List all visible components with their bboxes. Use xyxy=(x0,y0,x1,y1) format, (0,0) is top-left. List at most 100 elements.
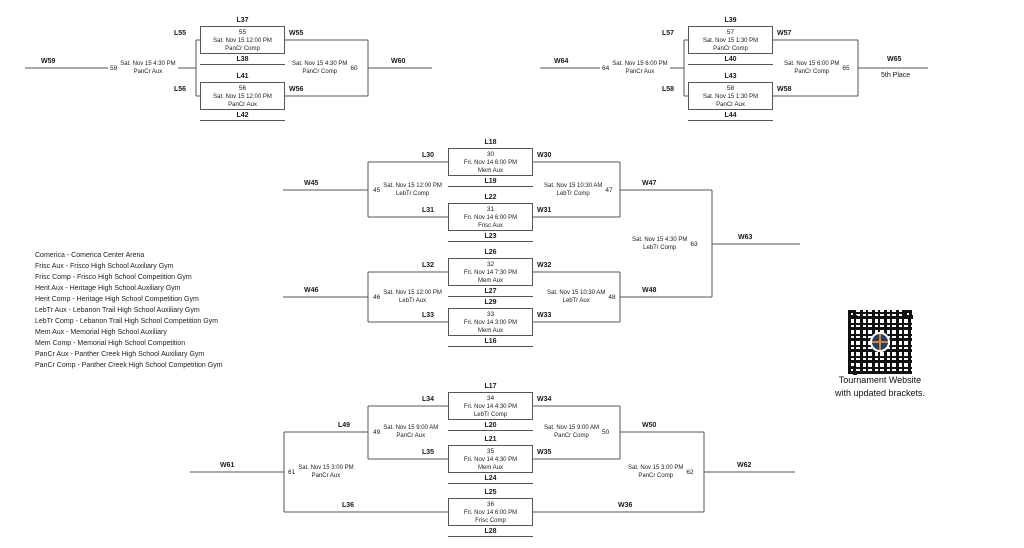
seed-top-label: L41 xyxy=(236,73,249,80)
game-number: 34 xyxy=(486,394,495,402)
advance-label-w58: W58 xyxy=(776,85,793,94)
game-venue: PanCr Aux xyxy=(625,69,655,75)
seed-bottom-label: L44 xyxy=(688,110,773,121)
game-number: 49 xyxy=(373,428,381,436)
game-number: 56 xyxy=(238,84,247,92)
game-number: 35 xyxy=(486,447,495,455)
game-info: 30 Fri. Nov 14 6:00 PM Mem Aux xyxy=(448,148,533,176)
seed-bottom-label: L40 xyxy=(688,54,773,65)
game-info: 57 Sat. Nov 15 1:30 PM PanCr Comp xyxy=(688,26,773,54)
game-datetime: Sat. Nov 15 9:00 AM xyxy=(383,425,439,431)
advance-label-w33: W33 xyxy=(536,311,553,320)
game-datetime: Sat. Nov 15 3:00 PM xyxy=(298,465,354,471)
advance-label-w57: W57 xyxy=(776,29,793,38)
game-venue: PanCr Aux xyxy=(716,101,745,108)
game-venue: PanCr Aux xyxy=(311,473,341,479)
junction-game-63: Sat. Nov 15 4:30 PM LebTr Comp 63 xyxy=(630,235,700,253)
game-datetime: Sat. Nov 15 6:00 PM xyxy=(784,61,840,67)
game-number: 59 xyxy=(110,64,118,72)
game-number: 62 xyxy=(686,468,694,476)
advance-label-w45: W45 xyxy=(303,179,320,188)
advance-label-l57: L57 xyxy=(661,29,676,38)
game-info: 58 Sat. Nov 15 1:30 PM PanCr Aux xyxy=(688,82,773,110)
legend-item: PanCr Aux - Panther Creek High School Au… xyxy=(35,351,205,358)
legend-item: Herit Comp - Heritage High School Compet… xyxy=(35,296,199,303)
advance-label-w35: W35 xyxy=(536,448,553,457)
seed-bottom-label: L42 xyxy=(200,110,285,121)
advance-label-l35: L35 xyxy=(421,448,436,457)
game-number: 61 xyxy=(288,468,296,476)
game-box-57: L39 57 Sat. Nov 15 1:30 PM PanCr Comp L4… xyxy=(688,15,773,65)
seed-bottom-label: L19 xyxy=(448,176,533,187)
game-number: 65 xyxy=(842,64,850,72)
junction-game-65: Sat. Nov 15 6:00 PM PanCr Comp 65 xyxy=(782,59,852,77)
fifth-place-label: 5th Place xyxy=(880,71,912,80)
advance-label-l49: L49 xyxy=(337,421,352,430)
game-venue: LebTr Aux xyxy=(562,298,590,304)
game-box-56: L41 56 Sat. Nov 15 12:00 PM PanCr Aux L4… xyxy=(200,71,285,121)
advance-label-l30: L30 xyxy=(421,151,436,160)
advance-label-w50: W50 xyxy=(641,421,658,430)
game-number: 50 xyxy=(602,428,610,436)
game-box-55: L37 55 Sat. Nov 15 12:00 PM PanCr Comp L… xyxy=(200,15,285,65)
game-datetime: Sat. Nov 15 10:30 AM xyxy=(544,183,603,189)
game-datetime: Fri. Nov 14 4:30 PM xyxy=(463,403,518,410)
game-info: 56 Sat. Nov 15 12:00 PM PanCr Aux xyxy=(200,82,285,110)
game-datetime: Fri. Nov 14 4:30 PM xyxy=(463,456,518,463)
advance-label-w48: W48 xyxy=(641,286,658,295)
game-venue: PanCr Comp xyxy=(302,69,338,75)
bracket-lines xyxy=(25,39,928,513)
advance-label-l33: L33 xyxy=(421,311,436,320)
advance-label-w64: W64 xyxy=(553,57,570,66)
game-number: 46 xyxy=(373,293,381,301)
seed-bottom-label: L16 xyxy=(448,336,533,347)
advance-label-w61: W61 xyxy=(219,461,236,470)
game-box-31: L22 31 Fri. Nov 14 6:00 PM Frisc Aux L23 xyxy=(448,192,533,242)
qr-finder-icon xyxy=(904,310,913,319)
game-number: 36 xyxy=(486,500,495,508)
legend-item: LebTr Aux - Lebanon Trail High School Au… xyxy=(35,307,200,314)
game-box-58: L43 58 Sat. Nov 15 1:30 PM PanCr Aux L44 xyxy=(688,71,773,121)
game-venue: Mem Aux xyxy=(477,327,503,334)
game-number: 32 xyxy=(486,260,495,268)
game-number: 33 xyxy=(486,310,495,318)
venue-legend: Comerica - Comerica Center Arena Frisc A… xyxy=(35,250,223,371)
legend-item: Herit Aux - Heritage High School Auxilia… xyxy=(35,285,181,292)
game-info: 36 Fri. Nov 14 6:00 PM Frisc Comp xyxy=(448,498,533,526)
game-number: 63 xyxy=(690,240,698,248)
game-datetime: Sat. Nov 15 9:00 AM xyxy=(544,425,600,431)
advance-label-w34: W34 xyxy=(536,395,553,404)
seed-bottom-label: L38 xyxy=(200,54,285,65)
game-datetime: Sat. Nov 15 1:30 PM xyxy=(702,93,759,100)
game-number: 57 xyxy=(726,28,735,36)
seed-top-label: L29 xyxy=(484,299,497,306)
seed-top-label: L26 xyxy=(484,249,497,256)
game-datetime: Fri. Nov 14 6:00 PM xyxy=(463,214,518,221)
game-datetime: Sat. Nov 15 4:30 PM xyxy=(632,237,688,243)
game-venue: Frisc Comp xyxy=(475,517,506,524)
game-number: 58 xyxy=(726,84,735,92)
game-venue: LebTr Comp xyxy=(643,245,677,251)
game-info: 34 Fri. Nov 14 4:30 PM LebTr Comp xyxy=(448,392,533,420)
game-venue: Frisc Aux xyxy=(478,222,503,229)
legend-item: LebTr Comp - Lebanon Trail High School C… xyxy=(35,318,218,325)
game-venue: PanCr Aux xyxy=(228,101,257,108)
advance-label-w47: W47 xyxy=(641,179,658,188)
advance-label-w65: W65 xyxy=(886,55,903,64)
game-datetime: Fri. Nov 14 6:00 PM xyxy=(463,509,518,516)
advance-label-w63: W63 xyxy=(737,233,754,242)
seed-top-label: L37 xyxy=(236,17,249,24)
game-info: 32 Fri. Nov 14 7:30 PM Mem Aux xyxy=(448,258,533,286)
seed-top-label: L21 xyxy=(484,436,497,443)
seed-bottom-label: L28 xyxy=(448,526,533,537)
game-number: 60 xyxy=(350,64,358,72)
qr-caption-line1: Tournament Website xyxy=(838,375,922,385)
game-venue: PanCr Comp xyxy=(794,69,830,75)
game-box-32: L26 32 Fri. Nov 14 7:30 PM Mem Aux L27 xyxy=(448,247,533,297)
game-datetime: Sat. Nov 15 12:00 PM xyxy=(383,290,442,296)
